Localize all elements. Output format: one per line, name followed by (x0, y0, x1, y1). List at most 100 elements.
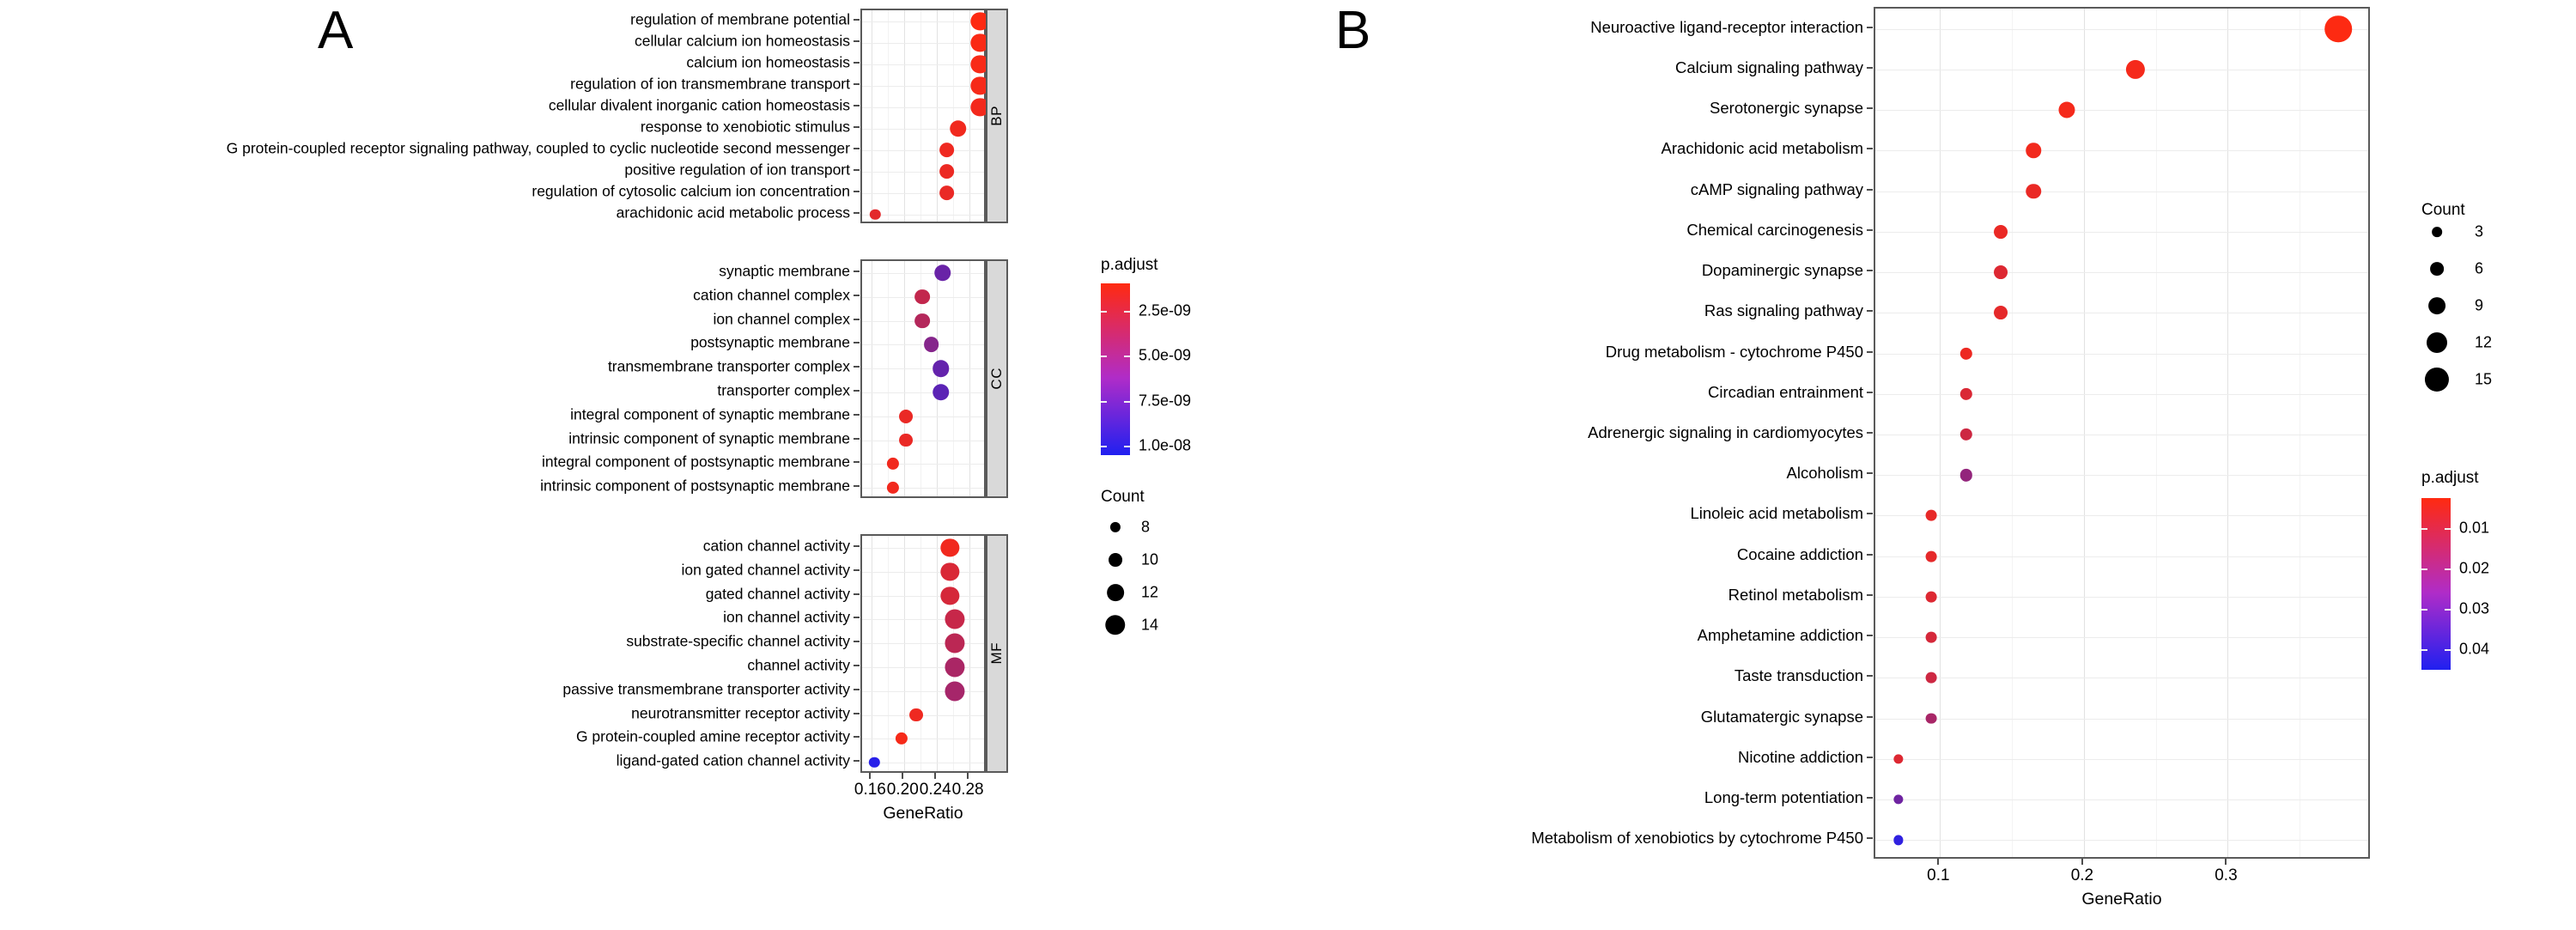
gridline-horizontal (862, 416, 984, 417)
size-legend-dot (2430, 262, 2444, 276)
color-legend-tick (2445, 528, 2451, 531)
x-axis-tick (934, 773, 937, 779)
y-axis-tick (854, 366, 860, 368)
color-legend-tick (2421, 649, 2427, 652)
gridline-horizontal (1875, 150, 2368, 152)
gridline-horizontal (862, 128, 984, 130)
y-axis-label: cAMP signaling pathway (1690, 179, 1863, 198)
y-axis-tick (1867, 513, 1873, 515)
color-legend-tick-label: 0.02 (2459, 559, 2490, 577)
color-legend-tick (2421, 568, 2427, 571)
gridline-horizontal (862, 214, 984, 216)
size-legend-dot (1107, 584, 1124, 601)
y-axis-tick (1867, 391, 1873, 393)
y-axis-label: arachidonic acid metabolic process (616, 203, 850, 221)
data-point (899, 409, 914, 423)
y-axis-label: cellular calcium ion homeostasis (635, 31, 850, 49)
gridline-vertical (937, 536, 939, 771)
y-axis-tick (1867, 26, 1873, 28)
size-legend-label: 8 (1141, 518, 1151, 536)
gridline-horizontal (862, 368, 984, 370)
y-axis-label: Nicotine addiction (1737, 747, 1863, 766)
y-axis-tick (1867, 148, 1873, 150)
y-axis-label: Long-term potentiation (1704, 787, 1863, 806)
plot-area-mf (860, 534, 987, 773)
y-axis-tick (1867, 756, 1873, 758)
facet-strip-label: CC (988, 368, 1005, 390)
data-point (923, 337, 939, 353)
y-axis-label: regulation of ion transmembrane transpor… (570, 74, 850, 92)
data-point (2058, 101, 2075, 119)
gridline-vertical-minor (888, 536, 890, 771)
data-point (895, 732, 908, 745)
y-axis-label: integral component of postsynaptic membr… (542, 453, 850, 471)
data-point (970, 54, 990, 74)
y-axis-tick (854, 342, 860, 344)
data-point (1925, 631, 1937, 643)
y-axis-tick (1867, 837, 1873, 840)
size-legend-dot (2424, 367, 2450, 392)
y-axis-label: integral component of synaptic membrane (570, 404, 850, 422)
y-axis-tick (854, 389, 860, 392)
data-point (2026, 183, 2042, 199)
x-axis-tick (869, 773, 872, 779)
y-axis-label: neurotransmitter receptor activity (631, 703, 850, 721)
y-axis-tick (1867, 228, 1873, 231)
color-legend-tick (1101, 310, 1107, 313)
data-point (1925, 550, 1937, 562)
data-point (914, 289, 931, 305)
y-axis-tick (854, 461, 860, 464)
facet-strip-label: BP (988, 106, 1005, 126)
data-point (899, 433, 914, 447)
x-axis-tick (902, 773, 904, 779)
color-legend-tick (2421, 528, 2427, 531)
x-axis-tick-label: 0.20 (886, 781, 919, 799)
data-point (939, 142, 955, 158)
y-axis-tick (854, 617, 860, 619)
y-axis-tick (1867, 66, 1873, 69)
gridline-vertical (937, 10, 939, 222)
x-axis-tick (1937, 859, 1940, 865)
gridline-vertical-minor (888, 261, 890, 496)
gridline-horizontal (1875, 231, 2368, 233)
y-axis-label: intrinsic component of postsynaptic memb… (540, 477, 850, 495)
y-axis-tick (854, 593, 860, 595)
y-axis-tick (1867, 270, 1873, 272)
gridline-vertical (904, 261, 906, 496)
x-axis-tick-label: 0.16 (854, 781, 886, 799)
data-point (934, 264, 951, 282)
color-legend-tick (1101, 356, 1107, 358)
y-axis-label: Adrenergic signaling in cardiomyocytes (1588, 422, 1863, 441)
gridline-vertical (904, 10, 906, 222)
y-axis-label: Serotonergic synapse (1710, 98, 1863, 117)
gridline-horizontal (1875, 556, 2368, 557)
color-legend-tick (2421, 609, 2427, 611)
gridline-horizontal (862, 547, 984, 549)
y-axis-label: response to xenobiotic stimulus (640, 117, 850, 135)
y-axis-tick (1867, 107, 1873, 110)
color-legend-tick (1124, 400, 1130, 403)
y-axis-tick (854, 40, 860, 42)
size-legend-label: 15 (2475, 370, 2493, 388)
x-axis-tick-label: 0.3 (2215, 866, 2238, 884)
y-axis-label: Drug metabolism - cytochrome P450 (1605, 342, 1863, 361)
facet-strip-label: MF (988, 642, 1005, 665)
y-axis-tick (854, 18, 860, 21)
y-axis-tick (854, 736, 860, 739)
data-point (970, 11, 990, 31)
gridline-horizontal (862, 192, 984, 194)
color-legend-tick (1101, 446, 1107, 448)
y-axis-label: Ras signaling pathway (1704, 301, 1863, 320)
gridline-vertical-minor (953, 10, 955, 222)
facet-strip-cc: CC (986, 259, 1008, 498)
facet-strip-bp: BP (986, 9, 1008, 223)
gridline-horizontal (1875, 475, 2368, 477)
y-axis-label: Alcoholism (1786, 463, 1863, 482)
data-point (869, 757, 880, 769)
data-point (940, 538, 960, 557)
y-axis-tick (854, 61, 860, 64)
data-point (970, 97, 990, 117)
gridline-horizontal (1875, 353, 2368, 355)
y-axis-label: calcium ion homeostasis (686, 52, 850, 70)
